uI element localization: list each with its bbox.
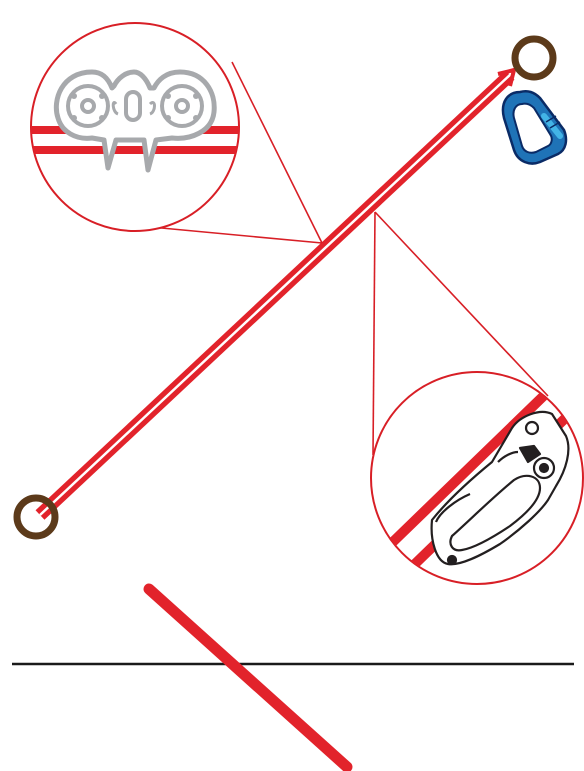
anchor-ring-icon bbox=[13, 494, 59, 540]
clamp-rope-band bbox=[371, 376, 564, 570]
pulley-rope-band bbox=[31, 146, 239, 154]
main-zipline-rope bbox=[35, 68, 516, 520]
clamp-magnifier bbox=[370, 371, 584, 585]
rope-clamp-icon bbox=[430, 410, 570, 566]
carabiner-icon bbox=[501, 90, 568, 165]
anchor-ring-icon bbox=[511, 35, 557, 81]
clamp-callout-lines bbox=[372, 211, 549, 456]
pulley-magnifier bbox=[30, 22, 240, 232]
double-pulley-icon bbox=[53, 69, 217, 173]
support-cable bbox=[143, 583, 353, 771]
pulley-callout-lines bbox=[139, 61, 323, 244]
rope-end-arrow bbox=[497, 68, 516, 87]
